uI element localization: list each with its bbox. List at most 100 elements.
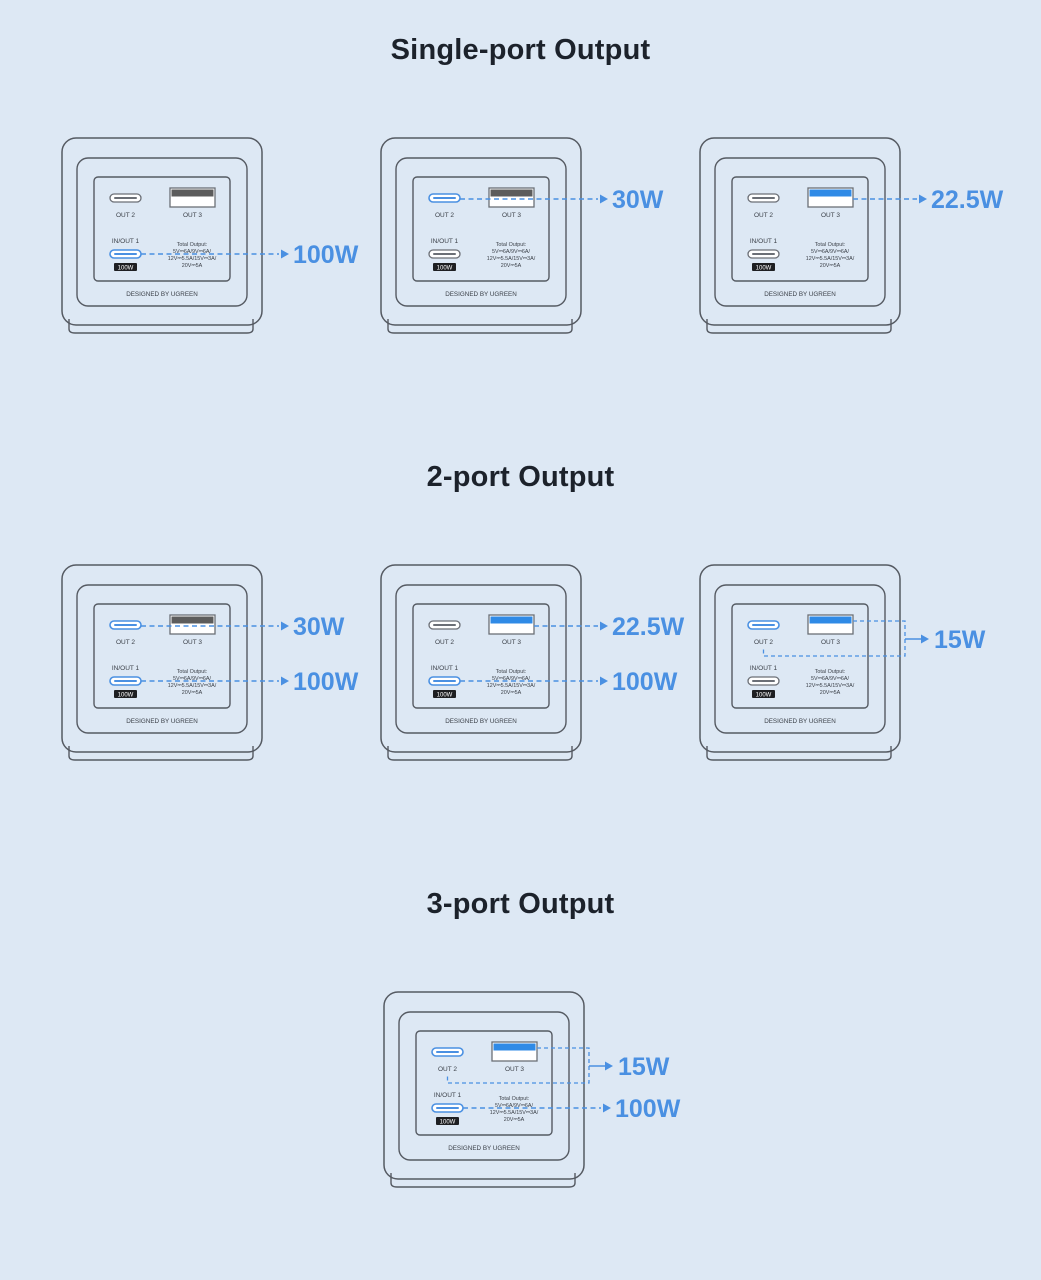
- total-output-title: Total Output:: [815, 669, 846, 675]
- designed-by-text: DESIGNED BY UGREEN: [126, 291, 198, 298]
- total-output-line2: 12V⎓5.5A/15V⎓3A/: [487, 683, 536, 689]
- combined-arrow-head: [921, 634, 929, 644]
- port-panel: [731, 603, 869, 709]
- usb-c-tongue-out2: [114, 197, 137, 199]
- output-indicator-inout1: 100W: [463, 1095, 681, 1123]
- wattage-label: 100W: [293, 241, 359, 269]
- total-output-title: Total Output:: [496, 242, 527, 248]
- device-face: [76, 584, 248, 734]
- arrow-head: [919, 194, 927, 204]
- wattage-label: 30W: [293, 613, 345, 641]
- label-out2: OUT 2: [116, 639, 135, 646]
- output-indicator-out2: 30W: [141, 613, 345, 641]
- output-indicator-combined: 15W: [762, 620, 986, 657]
- device-base: [706, 319, 892, 334]
- device-base: [68, 319, 254, 334]
- label-out3: OUT 3: [505, 1066, 524, 1073]
- device-body: [61, 137, 263, 326]
- label-inout1: IN/OUT 1: [434, 1092, 462, 1099]
- usb-c-tongue-inout1: [114, 253, 137, 255]
- usb-c-tongue-out2: [752, 197, 775, 199]
- section-title-2-port: 2-port Output: [426, 461, 615, 493]
- total-output-line1: 5V⎓6A/9V⎓6A/: [492, 249, 530, 255]
- designed-by-text: DESIGNED BY UGREEN: [764, 718, 836, 725]
- device-body: [699, 137, 901, 326]
- arrow-head: [281, 676, 289, 686]
- total-output-line2: 12V⎓5.5A/15V⎓3A/: [806, 683, 855, 689]
- total-output-line3: 20V⎓5A: [501, 263, 522, 269]
- total-output-title: Total Output:: [496, 669, 527, 675]
- total-output-line1: 5V⎓6A/9V⎓6A/: [811, 249, 849, 255]
- device-base: [706, 746, 892, 761]
- total-output-line3: 20V⎓5A: [820, 263, 841, 269]
- designed-by-text: DESIGNED BY UGREEN: [445, 718, 517, 725]
- usb-c-tongue-inout1: [436, 1107, 459, 1109]
- charger-svg: OUT 2 OUT 3 IN/OUT 1 100W Total Output:5V⎓6A…: [380, 137, 664, 334]
- wattage-label: 30W: [612, 186, 664, 214]
- device-face: [395, 157, 567, 307]
- label-inout1: IN/OUT 1: [112, 238, 140, 245]
- device-face: [714, 157, 886, 307]
- wattage-label: 22.5W: [931, 186, 1004, 214]
- arrow-head: [600, 621, 608, 631]
- label-inout1: IN/OUT 1: [750, 238, 778, 245]
- label-out2: OUT 2: [754, 639, 773, 646]
- designed-by-text: DESIGNED BY UGREEN: [126, 718, 198, 725]
- total-output-title: Total Output:: [177, 669, 208, 675]
- badge-100w: [114, 263, 137, 271]
- total-output-line2: 12V⎓5.5A/15V⎓3A/: [168, 256, 217, 262]
- usb-c-tongue-out2: [433, 197, 456, 199]
- wattage-label: 100W: [293, 668, 359, 696]
- output-indicator-out3: 22.5W: [534, 613, 685, 641]
- usb-a-tongue-out3: [493, 1043, 536, 1051]
- badge-100w: [433, 263, 456, 271]
- section-title-single-port: Single-port Output: [390, 34, 651, 66]
- combined-arrow-head: [605, 1061, 613, 1071]
- label-out3: OUT 3: [821, 639, 840, 646]
- usb-c-tongue-inout1: [752, 680, 775, 682]
- device-face: [76, 157, 248, 307]
- device-body: [383, 991, 585, 1180]
- label-out2: OUT 2: [435, 639, 454, 646]
- badge-100w-text: 100W: [756, 692, 772, 698]
- label-out2: OUT 2: [435, 212, 454, 219]
- device-body: [380, 564, 582, 753]
- device-base: [387, 319, 573, 334]
- usb-c-tongue-out2: [752, 624, 775, 626]
- port-panel: [93, 176, 231, 282]
- label-out3: OUT 3: [502, 212, 521, 219]
- total-output-line2: 12V⎓5.5A/15V⎓3A/: [168, 683, 217, 689]
- label-out2: OUT 2: [438, 1066, 457, 1073]
- port-panel: [731, 176, 869, 282]
- device-face: [395, 584, 567, 734]
- total-output-line1: 5V⎓6A/9V⎓6A/: [492, 676, 530, 682]
- usb-c-tongue-out2: [436, 1051, 459, 1053]
- badge-100w-text: 100W: [756, 265, 772, 271]
- badge-100w: [752, 690, 775, 698]
- usb-a-tongue-out3: [490, 189, 533, 197]
- label-inout1: IN/OUT 1: [431, 665, 459, 672]
- label-out3: OUT 3: [183, 639, 202, 646]
- device-body: [61, 564, 263, 753]
- label-inout1: IN/OUT 1: [431, 238, 459, 245]
- usb-a-tongue-out3: [809, 189, 852, 197]
- output-indicator-out2: 30W: [460, 186, 664, 214]
- port-panel: [415, 1030, 553, 1136]
- badge-100w-text: 100W: [118, 265, 134, 271]
- total-output-title: Total Output:: [177, 242, 208, 248]
- arrow-head: [281, 621, 289, 631]
- charger-diagram-single-30w: OUT 2 OUT 3 IN/OUT 1 100W Total Output:5V⎓6A…: [380, 137, 740, 337]
- total-output-line2: 12V⎓5.5A/15V⎓3A/: [487, 256, 536, 262]
- badge-100w-text: 100W: [437, 265, 453, 271]
- port-panel: [412, 176, 550, 282]
- combined-bracket: [446, 1047, 590, 1084]
- wattage-label: 15W: [934, 626, 986, 654]
- output-indicator-out3: 22.5W: [853, 186, 1004, 214]
- total-output-line2: 12V⎓5.5A/15V⎓3A/: [490, 1110, 539, 1116]
- designed-by-text: DESIGNED BY UGREEN: [445, 291, 517, 298]
- total-output-line3: 20V⎓5A: [504, 1117, 525, 1123]
